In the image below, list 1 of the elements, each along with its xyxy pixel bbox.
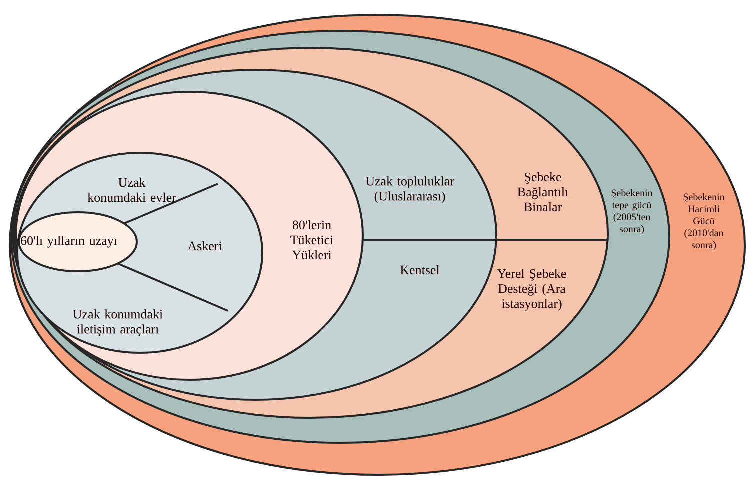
ellipse-band: 60'lı yılların uzayı [18, 212, 138, 272]
